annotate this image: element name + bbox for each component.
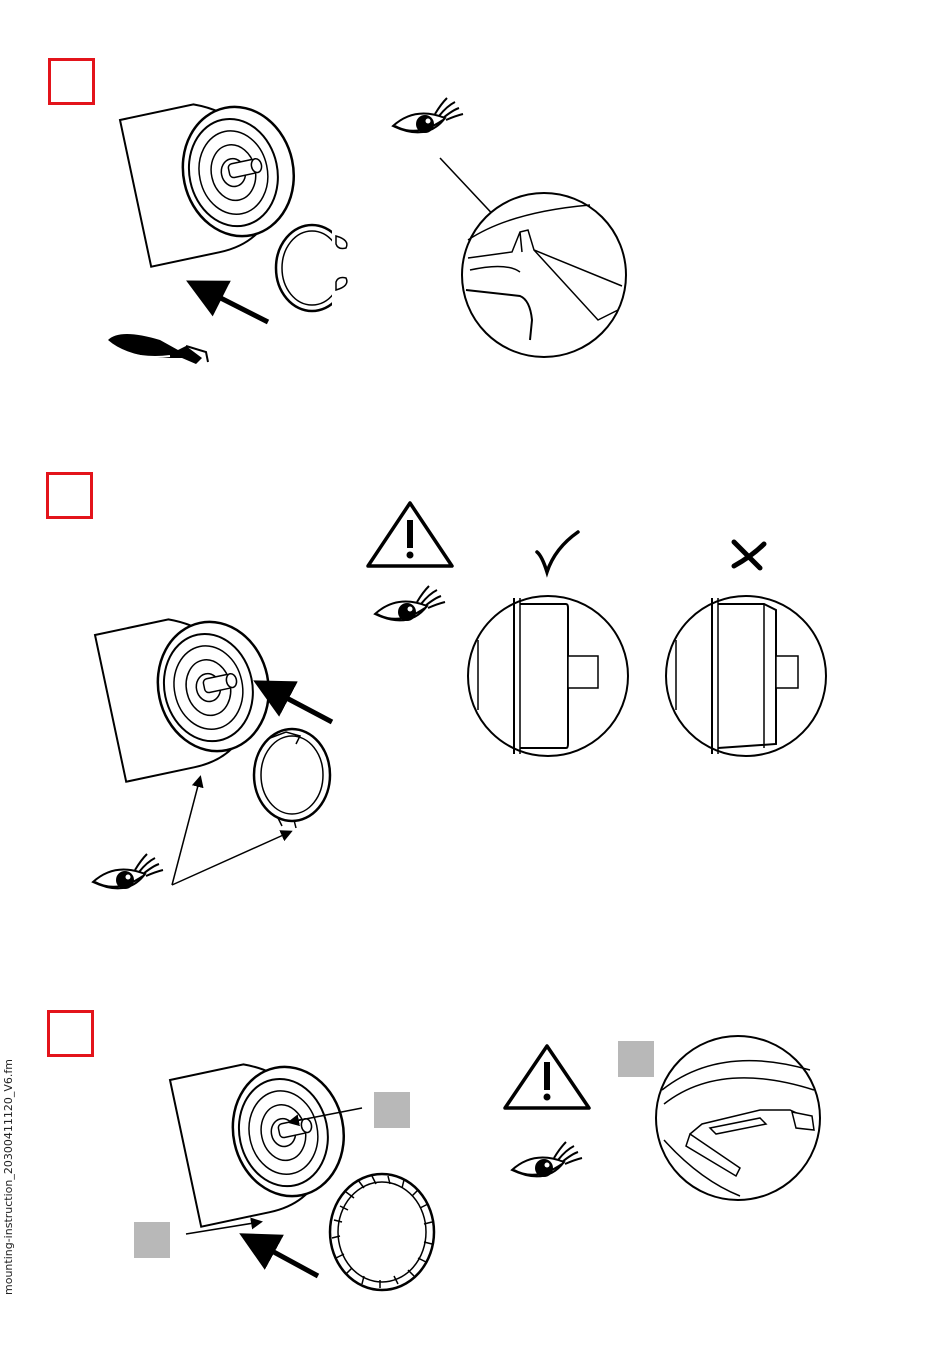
step-1-illustration xyxy=(108,87,626,364)
warning-triangle-icon xyxy=(368,503,452,566)
eye-icon xyxy=(93,854,163,889)
detail-circle-3 xyxy=(656,1036,820,1200)
knurled-ring xyxy=(330,1174,434,1290)
detail-circle-wrong xyxy=(666,596,826,756)
eye-icon xyxy=(512,1142,582,1177)
checkmark-icon xyxy=(537,532,578,572)
circlip-pliers-icon xyxy=(108,334,208,364)
footer-filename: mounting-instruction_20300411120_V6.fm xyxy=(2,1059,15,1295)
cross-icon xyxy=(734,542,764,568)
warning-triangle-icon xyxy=(505,1046,589,1108)
eye-icon xyxy=(393,98,463,133)
arrow-icon xyxy=(262,685,332,722)
step-2-illustration xyxy=(93,503,826,889)
step-3-illustration xyxy=(170,1036,820,1290)
detail-circle-correct xyxy=(468,596,628,756)
arrow-icon xyxy=(248,1238,318,1276)
sleeve-ring xyxy=(254,729,330,828)
eye-icon xyxy=(375,586,445,621)
detail-circle-1 xyxy=(462,193,626,357)
circlip-icon xyxy=(276,225,354,311)
arrow-icon xyxy=(195,285,268,322)
